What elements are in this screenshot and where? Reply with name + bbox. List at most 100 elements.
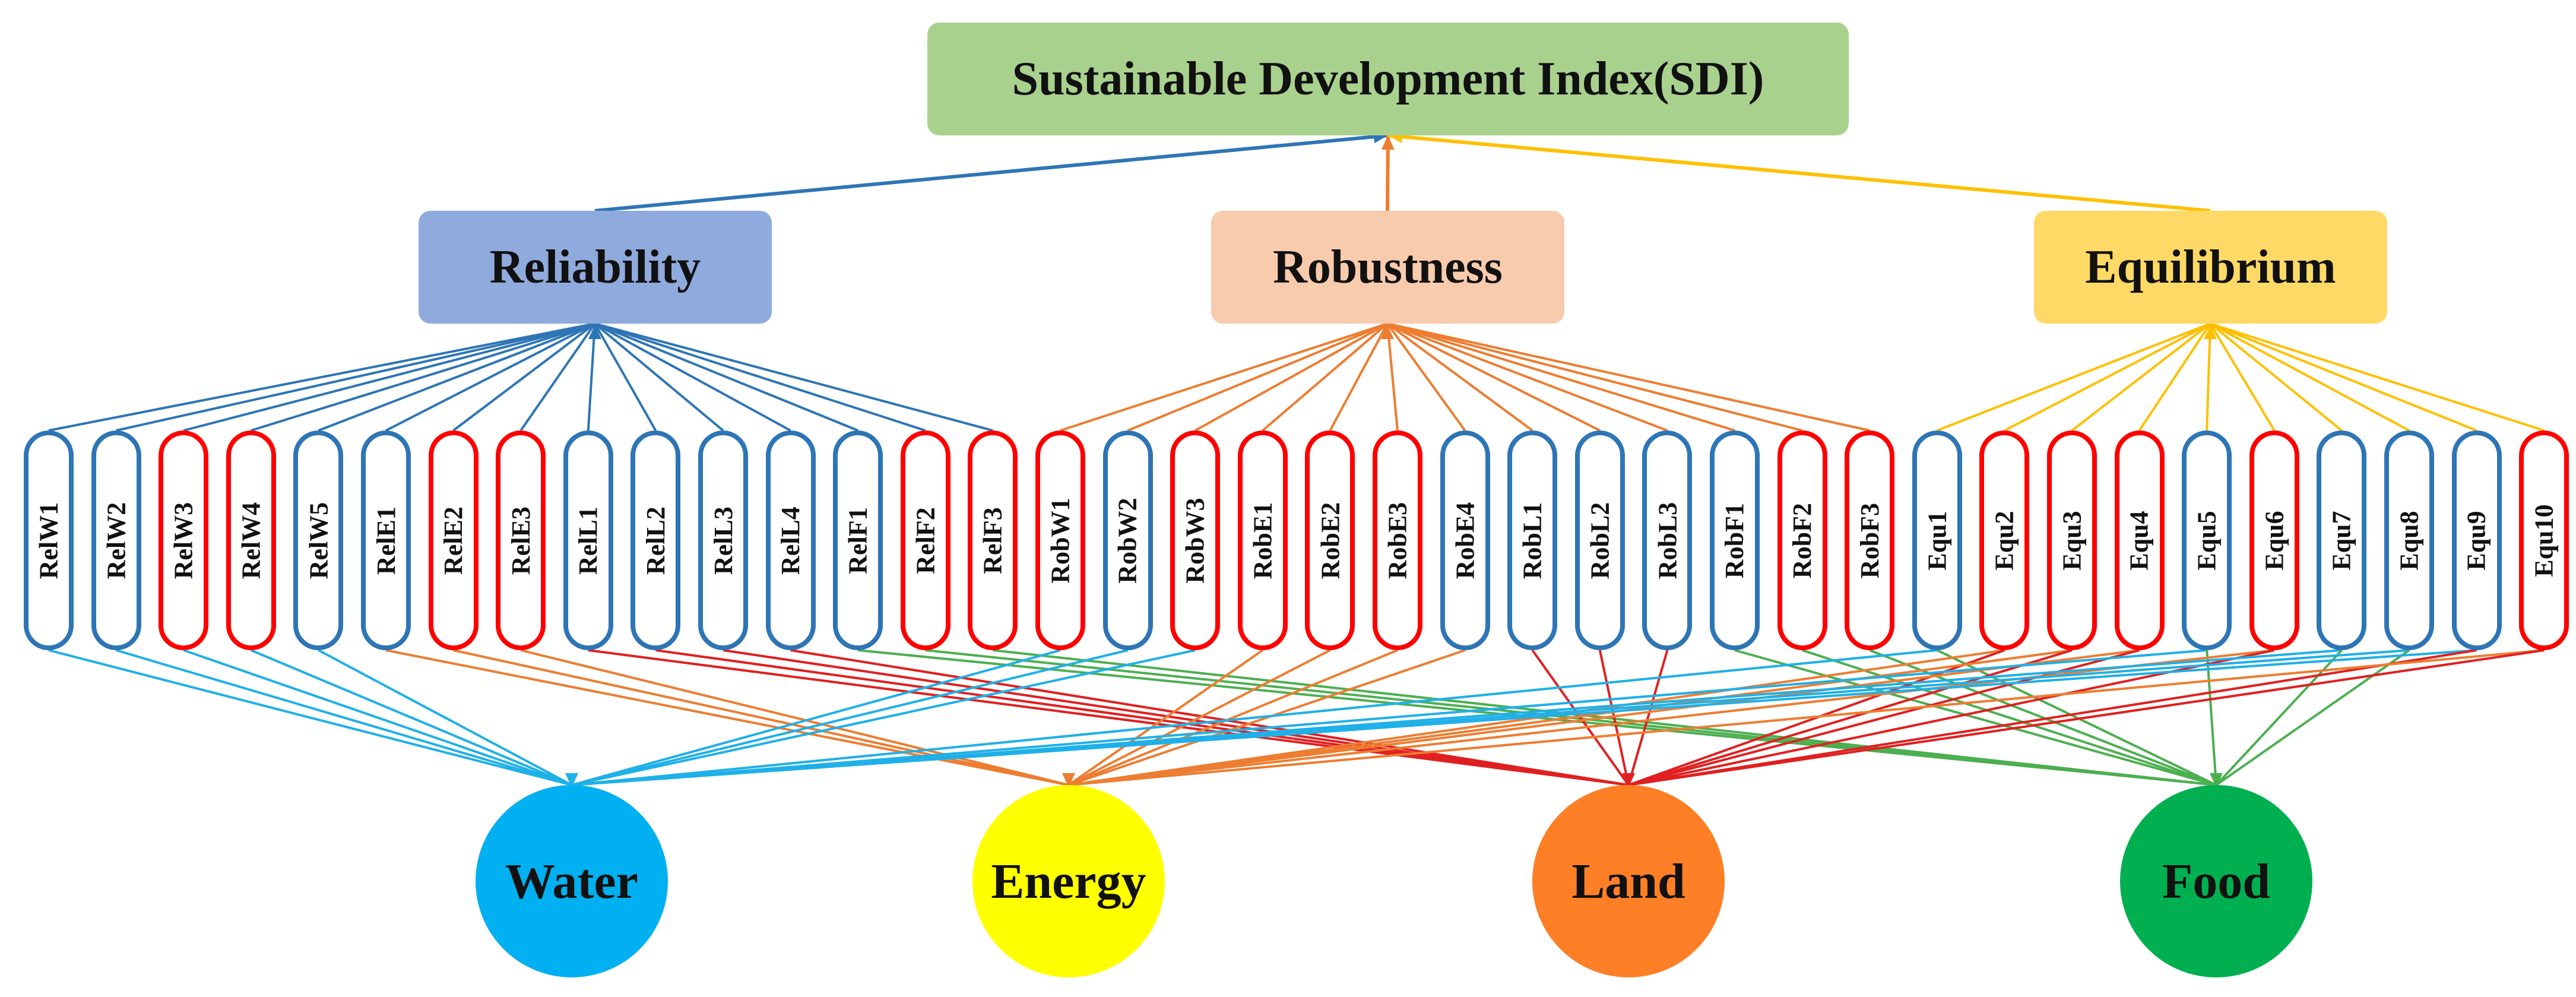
indicator-label: Equ9 [2462, 510, 2492, 571]
indicator-to-criterion-line [1386, 323, 1399, 431]
indicator-to-resource-line [48, 649, 572, 786]
indicator-relf1: RelF1 [833, 431, 883, 650]
indicator-robf1: RobF1 [1710, 431, 1760, 650]
indicator-to-resource-line [1068, 649, 2545, 786]
indicator-to-criterion-line [2210, 322, 2545, 432]
indicator-to-criterion-line [1937, 322, 2211, 432]
indicator-rell1: RelL1 [563, 431, 613, 650]
indicator-to-resource-line [571, 649, 1196, 786]
indicator-to-criterion-line [116, 322, 595, 432]
indicator-rell4: RelL4 [765, 431, 816, 650]
indicator-label: Equ1 [1922, 510, 1952, 571]
indicator-to-resource-line [385, 649, 1069, 786]
indicator-label: RelL4 [776, 506, 806, 575]
indicator-equ7: Equ7 [2317, 431, 2367, 650]
indicator-equ9: Equ9 [2451, 431, 2502, 650]
criterion-to-sdi-line [1387, 134, 2211, 213]
indicator-to-criterion-line [1060, 322, 1388, 432]
indicator-to-criterion-line [1386, 322, 1533, 432]
indicator-to-criterion-line [251, 322, 595, 432]
indicator-to-resource-line [2215, 649, 2343, 786]
indicator-to-criterion-line [2138, 322, 2211, 432]
indicator-to-resource-line [453, 649, 1069, 786]
indicator-label: RobE2 [1315, 502, 1345, 579]
indicator-label: RobL2 [1585, 502, 1615, 579]
indicator-to-resource-line [588, 649, 1629, 786]
criterion-reliability: Reliability [419, 211, 772, 324]
indicator-label: RelW5 [303, 502, 333, 579]
indicator-equ1: Equ1 [1912, 431, 1962, 650]
indicator-to-resource-line [1801, 649, 2217, 786]
indicator-equ2: Equ2 [1979, 431, 2030, 650]
indicator-label: RelE3 [506, 506, 536, 575]
indicator-to-criterion-line [2209, 322, 2276, 432]
resource-label: Land [1571, 853, 1685, 909]
indicator-to-criterion-line [1387, 322, 1735, 432]
indicator-to-criterion-line [587, 323, 596, 431]
indicator-equ8: Equ8 [2384, 431, 2434, 650]
criterion-robustness: Robustness [1211, 211, 1564, 324]
indicator-to-criterion-line [2206, 323, 2211, 431]
indicator-to-criterion-line [2210, 322, 2410, 432]
indicator-label: RelL1 [573, 506, 603, 575]
indicator-to-criterion-line [1387, 322, 1601, 432]
arrowhead [588, 325, 601, 339]
indicator-label: RelL3 [708, 506, 738, 575]
indicator-to-criterion-line [519, 322, 596, 432]
indicator-to-criterion-line [2210, 322, 2477, 432]
criterion-label: Robustness [1273, 240, 1503, 293]
indicator-robl2: RobL2 [1574, 431, 1625, 650]
indicator-to-resource-line [116, 649, 572, 786]
indicator-to-resource-line [2215, 649, 2410, 786]
indicator-to-criterion-line [1329, 323, 1389, 431]
indicator-to-criterion-line [318, 322, 595, 432]
indicator-relf2: RelF2 [900, 431, 950, 650]
indicator-to-criterion-line [594, 323, 657, 431]
indicator-robl1: RobL1 [1507, 431, 1558, 650]
indicator-label: Equ4 [2125, 510, 2154, 571]
indicator-equ3: Equ3 [2047, 431, 2097, 650]
indicator-to-resource-line [723, 649, 1629, 786]
arrowhead [1622, 773, 1635, 787]
indicator-to-resource-line [655, 649, 1629, 786]
indicator-label: Equ3 [2057, 510, 2087, 571]
indicator-label: RelF3 [978, 507, 1007, 574]
indicator-label: RelE1 [371, 506, 401, 575]
indicator-label: RobW3 [1180, 497, 1210, 584]
indicator-relw3: RelW3 [159, 431, 209, 650]
indicator-to-resource-line [1628, 649, 2073, 786]
indicator-to-resource-line [571, 649, 1061, 786]
indicator-robw1: RobW1 [1035, 431, 1085, 650]
indicator-to-resource-line [1627, 650, 1669, 786]
indicator-to-criterion-line [594, 322, 993, 432]
indicator-rele1: RelE1 [361, 431, 411, 650]
indicator-to-resource-line [1598, 650, 1630, 786]
indicator-to-criterion-line [2071, 322, 2211, 432]
indicator-to-criterion-line [2209, 322, 2343, 432]
indicator-to-resource-line [1068, 649, 2275, 786]
indicator-label: RelF2 [911, 507, 940, 574]
indicator-to-criterion-line [594, 322, 858, 432]
resource-label: Energy [991, 853, 1146, 909]
criterion-equilibrium: Equilibrium [2034, 211, 2387, 324]
indicator-to-resource-line [790, 649, 1629, 786]
sdi-box: Sustainable Development Index(SDI) [927, 23, 1849, 135]
arrowhead [1062, 773, 1075, 787]
indicator-label: Equ7 [2327, 510, 2356, 571]
criterion-label: Equilibrium [2085, 240, 2336, 293]
indicator-robw3: RobW3 [1170, 431, 1221, 650]
indicator-equ4: Equ4 [2114, 431, 2165, 650]
resource-food: Food [2120, 785, 2312, 977]
indicator-label: Equ6 [2260, 510, 2289, 571]
indicator-to-resource-line [251, 649, 572, 786]
indicator-robl3: RobL3 [1642, 431, 1693, 650]
indicator-to-resource-line [1734, 649, 2217, 786]
criterion-label: Reliability [489, 240, 701, 293]
indicator-label: RelW3 [169, 502, 198, 579]
indicator-label: RelW4 [236, 502, 266, 579]
indicator-robe1: RobE1 [1237, 431, 1288, 650]
indicator-to-criterion-line [594, 322, 926, 432]
indicator-relw4: RelW4 [226, 431, 276, 650]
indicator-label: RelF1 [843, 507, 873, 574]
